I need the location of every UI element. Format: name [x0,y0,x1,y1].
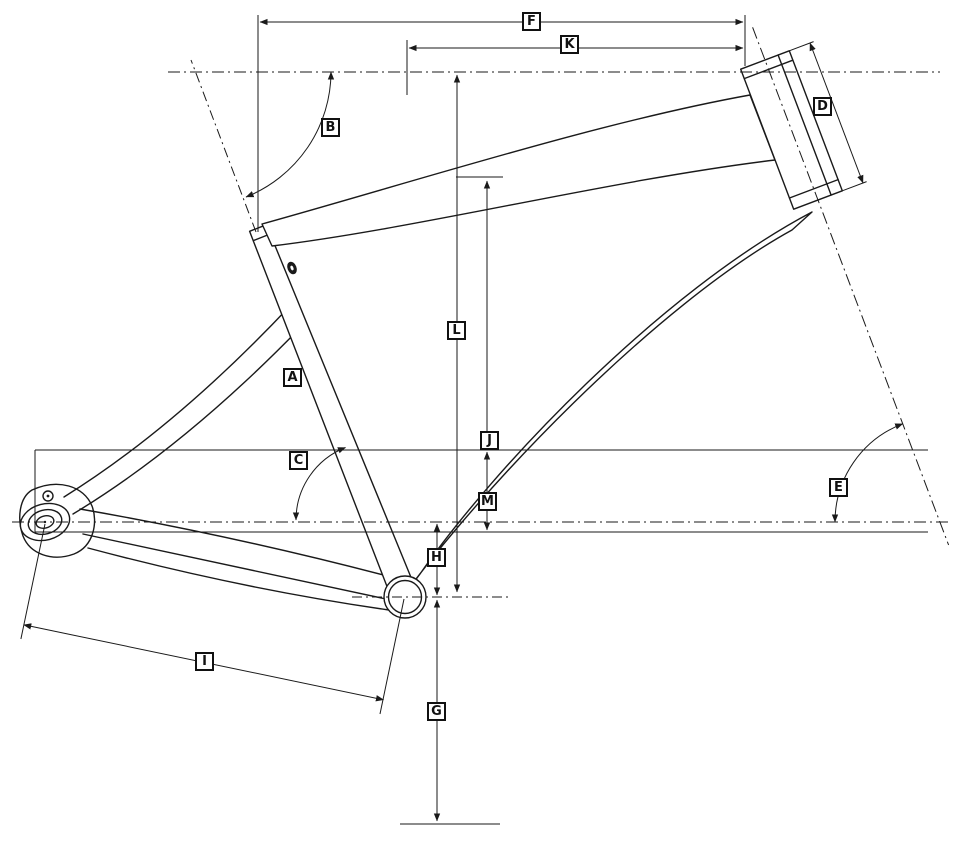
dim-B-angle-arc [245,71,335,198]
dim-label-f: F [522,12,541,31]
dim-label-c: C [289,451,308,470]
dim-label-g: G [427,702,446,721]
frame-drawing [19,50,843,619]
dim-G [400,599,500,825]
chain-stay [79,508,392,611]
seat-stay [63,305,300,515]
dim-label-h: H [427,548,446,567]
dim-label-e: E [829,478,848,497]
dim-label-k: K [560,35,579,54]
down-tube [401,211,813,599]
cable-guide-boss [287,261,297,275]
dim-label-a: A [283,368,302,387]
seat-tube [248,224,418,603]
dim-C-angle-arc [292,447,346,521]
dim-D [789,41,867,192]
dim-label-l: L [447,321,466,340]
seat-tube-axis-extension [190,59,257,233]
dim-label-b: B [321,118,340,137]
dim-label-j: J [480,431,499,450]
dim-label-m: M [478,492,497,511]
dim-E-angle-arc [831,423,904,523]
dim-label-d: D [813,97,832,116]
steering-axis-line [752,27,950,546]
dim-J [456,176,503,449]
dim-label-i: I [195,652,214,671]
